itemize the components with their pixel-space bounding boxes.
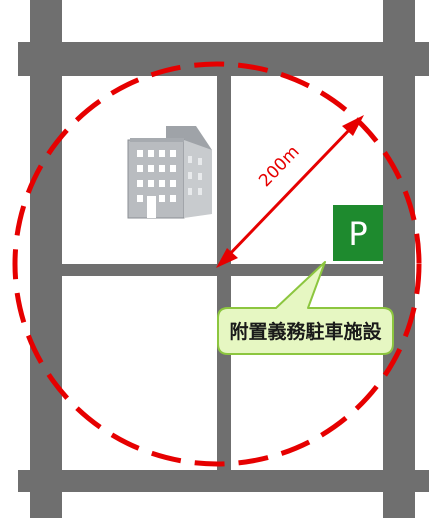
road-east — [383, 0, 415, 518]
road-grid — [18, 0, 429, 518]
callout-text: 附置義務駐車施設 — [229, 320, 382, 343]
parking-sign-icon: P — [333, 205, 383, 261]
arrowhead-center — [216, 248, 238, 268]
radius-circle — [12, 61, 422, 467]
arrowhead-edge — [342, 115, 364, 136]
road-center-horizontal — [62, 264, 383, 276]
road-north — [18, 42, 429, 76]
road-west — [30, 0, 62, 518]
road-south — [18, 470, 429, 492]
callout-bubble: 附置義務駐車施設 — [217, 261, 394, 355]
distance-measure-arrow — [216, 115, 364, 268]
office-building-icon — [127, 126, 212, 219]
parking-sign-letter: P — [348, 215, 367, 253]
